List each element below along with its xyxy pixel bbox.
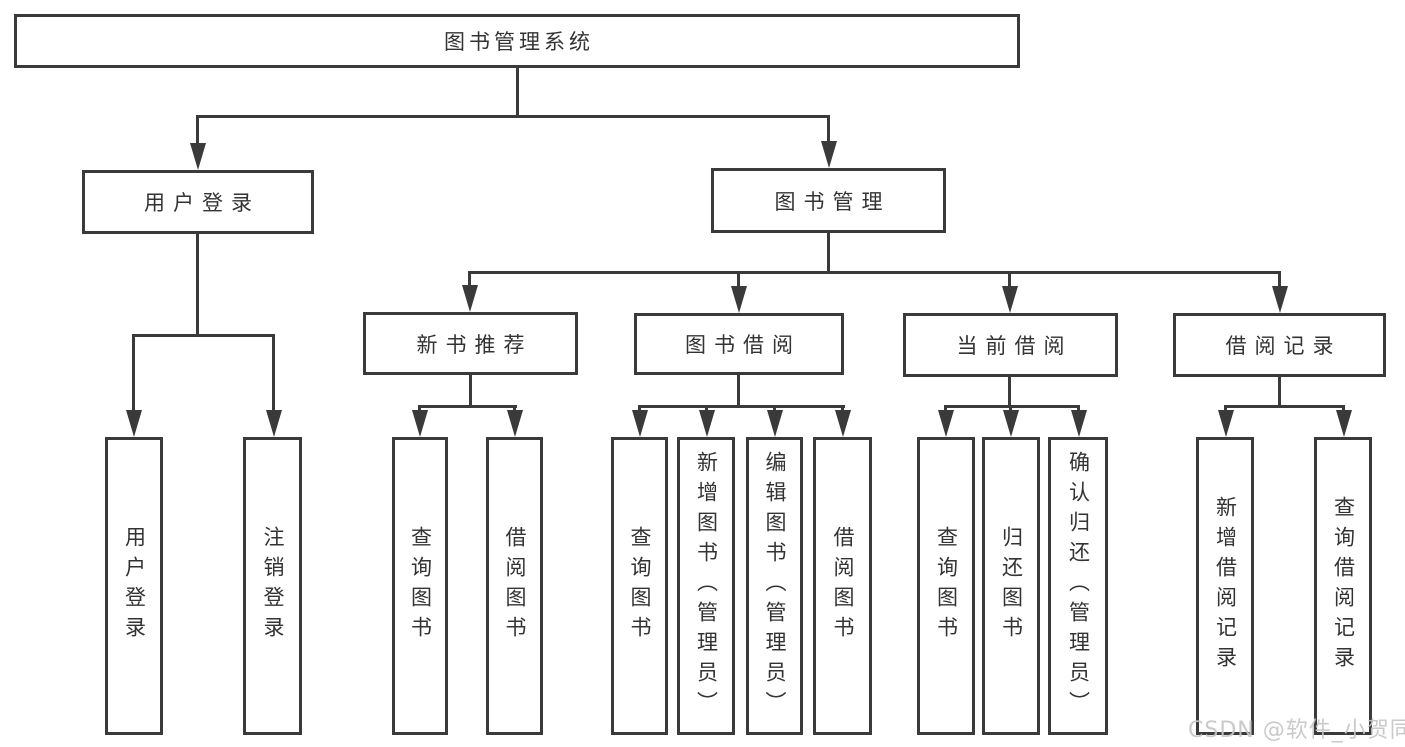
leaf-confirm-return-admin: 确认归还（管理员） (1048, 437, 1108, 735)
arrow-down-icon (190, 143, 206, 170)
connector-line (638, 405, 845, 408)
arrow-down-icon (835, 410, 851, 437)
arrow-down-icon (1336, 410, 1352, 437)
connector-line (944, 405, 1080, 408)
connector-line (468, 271, 471, 293)
leaf-query-borrow-record: 查询借阅记录 (1314, 437, 1372, 735)
connector-line (132, 334, 135, 422)
node-borrowing-records: 借阅记录 (1173, 313, 1386, 377)
leaf-borrow-books-recommend: 借阅图书 (486, 437, 543, 735)
leaf-label: 注销登录 (261, 526, 285, 646)
arrow-down-icon (699, 410, 715, 437)
leaf-edit-books-admin: 编辑图书（管理员） (746, 437, 803, 735)
connector-line (1224, 405, 1345, 408)
connector-line (737, 271, 740, 293)
leaf-add-borrow-record: 新增借阅记录 (1196, 437, 1254, 735)
arrow-down-icon (412, 410, 428, 437)
arrow-down-icon (507, 410, 523, 437)
leaf-label: 归还图书 (999, 526, 1024, 646)
connector-line (737, 375, 740, 408)
leaf-label: 借阅图书 (503, 526, 527, 646)
leaf-query-books-recommend: 查询图书 (392, 437, 448, 735)
node-book-borrowing: 图书借阅 (634, 313, 844, 375)
arrow-down-icon (462, 285, 478, 312)
leaf-logout: 注销登录 (243, 437, 302, 735)
csdn-watermark: CSDN @软件_小贺同学 (1188, 718, 1405, 743)
connector-line (418, 405, 517, 408)
leaf-label: 确认归还（管理员） (1066, 451, 1091, 721)
leaf-borrow-books: 借阅图书 (813, 437, 872, 735)
connector-line (1008, 271, 1011, 293)
connector-line (196, 115, 199, 150)
connector-line (516, 68, 519, 118)
leaf-add-books-admin: 新增图书（管理员） (677, 437, 735, 735)
node-user-login: 用户登录 (82, 170, 314, 234)
leaf-label: 查询图书 (408, 526, 433, 646)
arrow-down-icon (767, 410, 783, 437)
arrow-down-icon (1002, 286, 1018, 313)
arrow-down-icon (1218, 410, 1234, 437)
leaf-label: 新增图书（管理员） (694, 451, 719, 721)
connector-line (196, 234, 199, 337)
connector-line (1008, 377, 1011, 408)
arrow-down-icon (1071, 410, 1087, 437)
arrow-down-icon (1272, 286, 1288, 313)
node-book-management: 图书管理 (711, 168, 946, 233)
leaf-user-login: 用户登录 (105, 437, 163, 735)
leaf-label: 用户登录 (122, 526, 147, 646)
connector-line (272, 334, 275, 422)
arrow-down-icon (266, 410, 282, 437)
node-current-borrowing: 当前借阅 (903, 313, 1118, 377)
arrow-down-icon (126, 410, 142, 437)
connector-line (827, 115, 830, 148)
leaf-return-books: 归还图书 (982, 437, 1040, 735)
connector-line (468, 271, 1281, 274)
connector-line (1278, 271, 1281, 293)
arrow-down-icon (731, 286, 747, 313)
arrow-down-icon (632, 410, 648, 437)
connector-line (469, 375, 472, 408)
node-new-book-recommendation: 新书推荐 (363, 312, 578, 375)
arrow-down-icon (821, 141, 837, 168)
node-library-management-system: 图书管理系统 (14, 14, 1020, 68)
leaf-label: 借阅图书 (831, 526, 855, 646)
leaf-label: 查询图书 (628, 526, 652, 646)
connector-line (1278, 377, 1281, 408)
leaf-label: 查询图书 (934, 526, 959, 646)
leaf-label: 查询借阅记录 (1331, 496, 1356, 676)
leaf-query-books-current: 查询图书 (917, 437, 975, 735)
leaf-label: 新增借阅记录 (1213, 496, 1238, 676)
connector-line (132, 334, 275, 337)
connector-line (827, 233, 830, 273)
leaf-label: 编辑图书（管理员） (763, 451, 787, 721)
leaf-query-books-borrowing: 查询图书 (611, 437, 668, 735)
arrow-down-icon (938, 410, 954, 437)
connector-line (196, 115, 830, 118)
arrow-down-icon (1003, 410, 1019, 437)
